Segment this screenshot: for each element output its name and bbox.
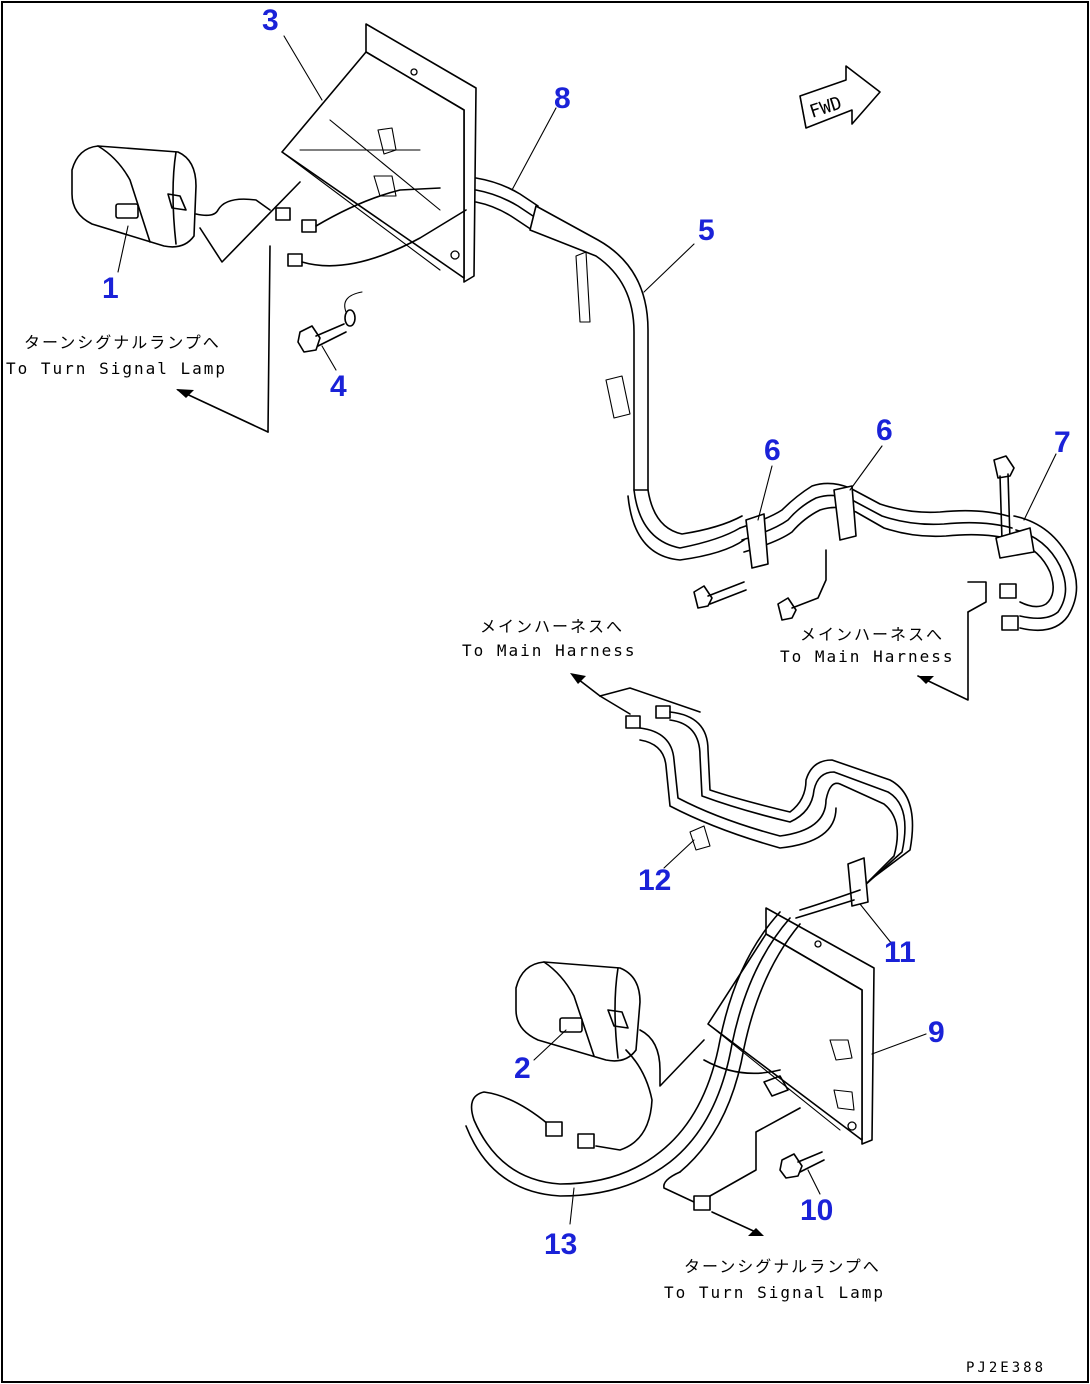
bolt-4 [297, 291, 363, 353]
drawing-code: PJ2E388 [966, 1360, 1046, 1376]
callout-13: 13 [544, 1228, 577, 1261]
lamp-top [71, 145, 197, 248]
callout-5: 5 [698, 214, 715, 247]
wires-top-lamp [195, 181, 467, 433]
callout-leaders [117, 35, 1057, 1225]
note-turn-signal-top-jp: ターンシグナルランプへ [24, 333, 221, 352]
note-turn-signal-bottom-jp: ターンシグナルランプへ [684, 1257, 881, 1276]
callout-9: 9 [928, 1016, 945, 1049]
note-main-harness-left-jp: メインハーネスへ [480, 617, 624, 636]
note-main-harness-right-jp: メインハーネスへ [800, 625, 944, 644]
bolt-10 [779, 1151, 825, 1179]
fwd-direction-marker: FWD [799, 65, 881, 129]
bracket-bottom [707, 907, 875, 1145]
bracket-top [281, 23, 477, 283]
note-main-harness-right-en: To Main Harness [780, 647, 955, 666]
callout-8: 8 [554, 82, 571, 115]
clamp-6-left [693, 513, 769, 609]
leader-main-harness-right [917, 611, 969, 701]
callout-6-right: 6 [876, 414, 893, 447]
callout-10: 10 [800, 1194, 833, 1227]
callout-6-left: 6 [764, 434, 781, 467]
note-turn-signal-top-en: To Turn Signal Lamp [6, 359, 227, 378]
arrow-head [918, 676, 934, 684]
clamp-6-right [777, 485, 857, 621]
callout-12: 12 [638, 864, 671, 897]
callout-1: 1 [102, 272, 119, 305]
note-turn-signal-bottom-en: To Turn Signal Lamp [664, 1283, 885, 1302]
harness-5-8 [475, 177, 1078, 632]
callout-3: 3 [262, 4, 279, 37]
wires-bottom [465, 911, 801, 1236]
lamp-bottom [515, 961, 641, 1062]
callout-11: 11 [884, 936, 916, 969]
arrow-head [176, 389, 194, 398]
callout-7: 7 [1054, 426, 1071, 459]
harness-12 [570, 673, 914, 919]
callout-2: 2 [514, 1052, 531, 1085]
callout-4: 4 [330, 370, 347, 403]
clamp-7 [993, 455, 1035, 559]
leader-turn-signal-top [177, 389, 269, 433]
note-main-harness-left-en: To Main Harness [462, 641, 637, 660]
